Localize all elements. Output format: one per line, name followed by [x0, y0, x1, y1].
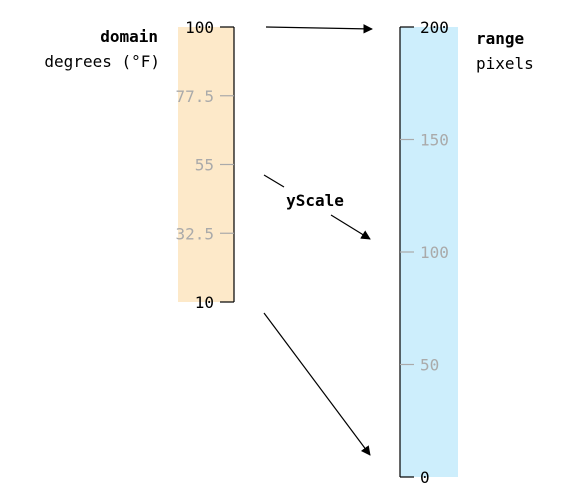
- range-tick-label: 50: [420, 356, 439, 375]
- arrow-bottom: [263, 312, 371, 456]
- range-ticks: 200 150 100 50 0: [400, 18, 449, 487]
- range-subtitle: pixels: [476, 54, 534, 73]
- domain-tick-label: 100: [185, 18, 214, 37]
- domain-tick-label: 77.5: [175, 87, 214, 106]
- domain-tick-label: 55: [195, 156, 214, 175]
- arrow-top: [265, 24, 373, 34]
- range-tick-label: 0: [420, 468, 430, 487]
- arrow-middle-lower: [330, 214, 371, 240]
- domain-tick-label: 32.5: [175, 224, 214, 243]
- domain-tick-label: 10: [195, 293, 214, 312]
- domain-title: domain: [100, 27, 158, 46]
- range-tick-label: 150: [420, 131, 449, 150]
- arrow-middle-upper: [263, 174, 285, 188]
- domain-ticks: 100 77.5 55 32.5 10: [175, 18, 234, 312]
- scale-label: yScale: [286, 191, 344, 210]
- range-tick-label: 100: [420, 243, 449, 262]
- domain-subtitle: degrees (°F): [44, 52, 160, 71]
- range-tick-label: 200: [420, 18, 449, 37]
- range-title: range: [476, 29, 524, 48]
